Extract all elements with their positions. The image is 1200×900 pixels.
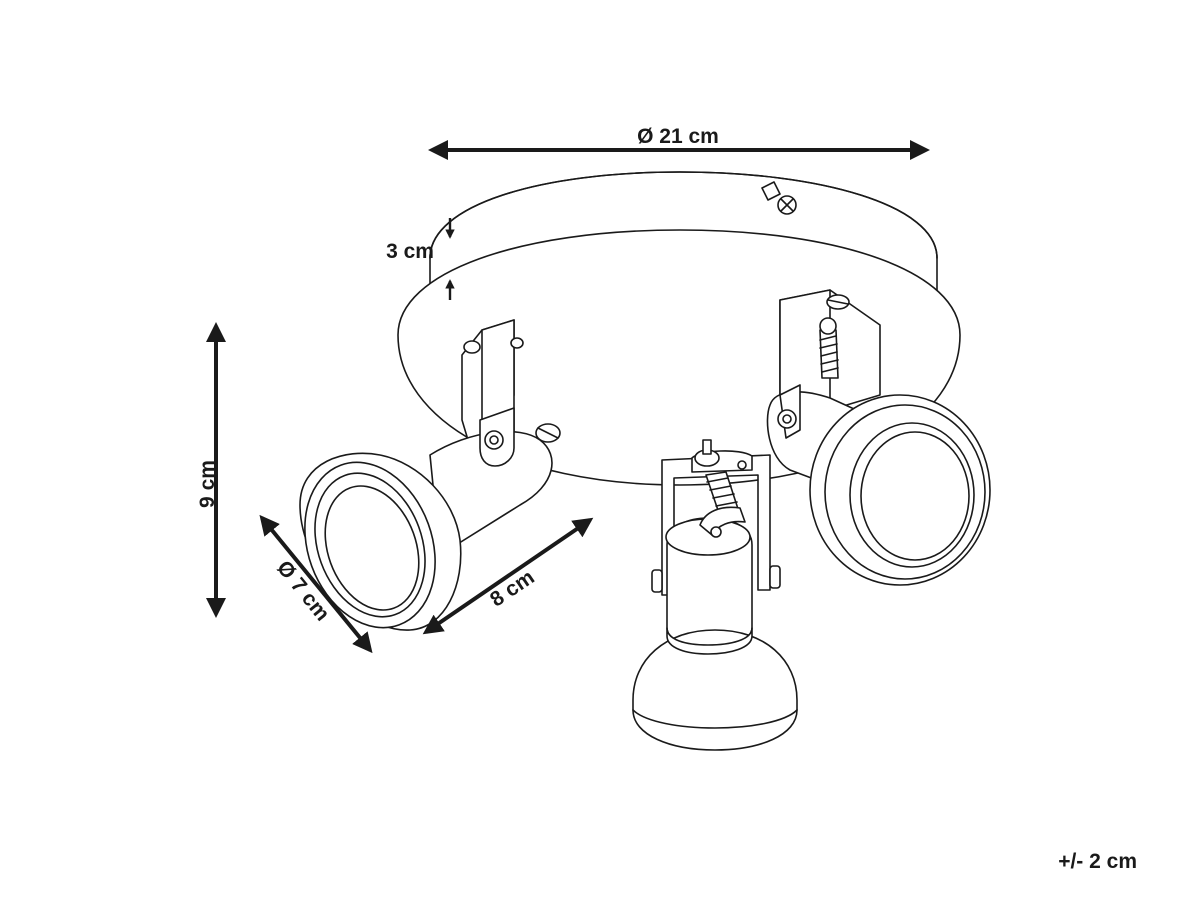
screw-icon <box>826 294 850 310</box>
front-spotlight <box>632 439 798 751</box>
tolerance-note: +/- 2 cm <box>1058 850 1137 873</box>
right-spotlight <box>766 289 991 586</box>
screw-icon <box>484 430 504 450</box>
dimension-total-height: 9 cm <box>196 322 226 618</box>
screw-icon <box>535 423 561 443</box>
dim-label-base-height: 3 cm <box>386 240 434 263</box>
dimension-base-diameter: Ø 21 cm <box>428 125 930 160</box>
dim-label-total-height: 9 cm <box>196 460 219 508</box>
dimension-base-height: 3 cm <box>386 218 455 300</box>
dim-label-base-diameter: Ø 21 cm <box>637 125 719 148</box>
screw-icon <box>694 439 720 467</box>
screw-icon <box>777 409 797 429</box>
screw-icon <box>777 195 797 215</box>
